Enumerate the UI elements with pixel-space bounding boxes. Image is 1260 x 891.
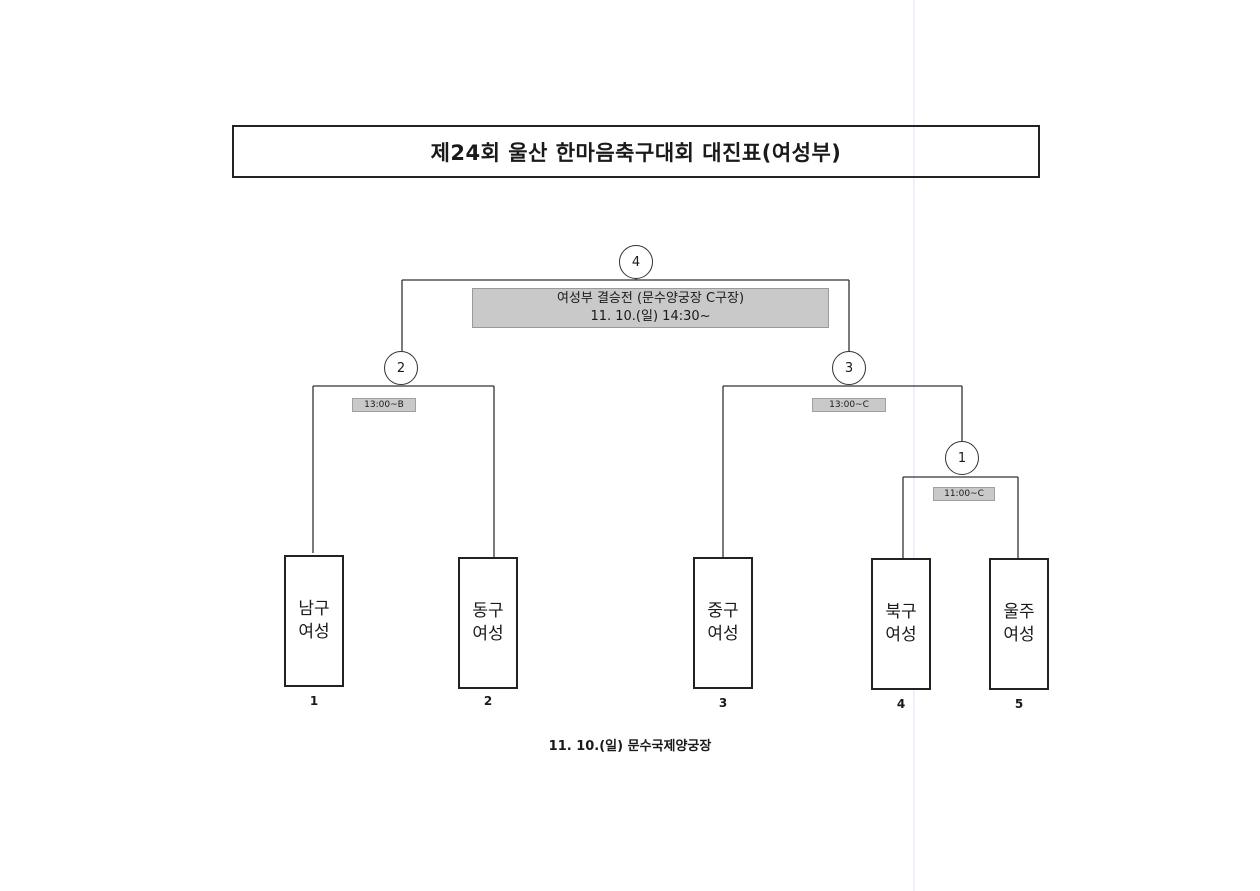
team-5-division: 여성 (1003, 625, 1035, 645)
match-time-1-text: 11:00~C (944, 489, 984, 499)
team-3-division: 여성 (707, 624, 739, 644)
final-time-label: 11. 10.(일) 14:30~ (590, 309, 711, 324)
team-box-3: 중구 여성 (693, 557, 753, 689)
team-1-district: 남구 (298, 599, 330, 619)
team-2-division: 여성 (472, 624, 504, 644)
match-time-tag-1: 11:00~C (933, 487, 995, 501)
team-seed-4: 4 (896, 697, 906, 711)
venue-date-footer: 11. 10.(일) 문수국제양궁장 (548, 739, 712, 754)
team-5-district: 울주 (1003, 602, 1035, 622)
team-2-district: 동구 (472, 601, 504, 621)
match-time-tag-2: 13:00~B (352, 398, 416, 412)
page-title: 제24회 울산 한마음축구대회 대진표(여성부) (232, 125, 1040, 178)
match-time-2-text: 13:00~B (364, 400, 404, 410)
final-match-number-text: 4 (631, 254, 641, 270)
page-title-text: 제24회 울산 한마음축구대회 대진표(여성부) (430, 140, 842, 165)
team-3-district: 중구 (707, 601, 739, 621)
team-4-district: 북구 (885, 602, 917, 622)
match-number-1-text: 1 (957, 450, 967, 466)
final-venue-label: 여성부 결승전 (문수양궁장 C구장) (556, 291, 745, 306)
final-info-banner: 여성부 결승전 (문수양궁장 C구장) 11. 10.(일) 14:30~ (472, 288, 829, 328)
team-1-division: 여성 (298, 622, 330, 642)
match-time-3-text: 13:00~C (829, 400, 869, 410)
team-seed-2: 2 (483, 694, 493, 708)
match-number-3-text: 3 (844, 360, 854, 376)
team-seed-5: 5 (1014, 697, 1024, 711)
team-4-division: 여성 (885, 625, 917, 645)
team-box-2: 동구 여성 (458, 557, 518, 689)
match-time-tag-3: 13:00~C (812, 398, 886, 412)
team-box-4: 북구 여성 (871, 558, 931, 690)
match-number-2-text: 2 (396, 360, 406, 376)
match-number-2: 2 (384, 351, 418, 385)
match-number-3: 3 (832, 351, 866, 385)
team-seed-3: 3 (718, 696, 728, 710)
final-match-number: 4 (619, 245, 653, 279)
team-box-5: 울주 여성 (989, 558, 1049, 690)
team-box-1: 남구 여성 (284, 555, 344, 687)
match-number-1: 1 (945, 441, 979, 475)
team-seed-1: 1 (309, 694, 319, 708)
scan-artifact-line (913, 0, 915, 891)
